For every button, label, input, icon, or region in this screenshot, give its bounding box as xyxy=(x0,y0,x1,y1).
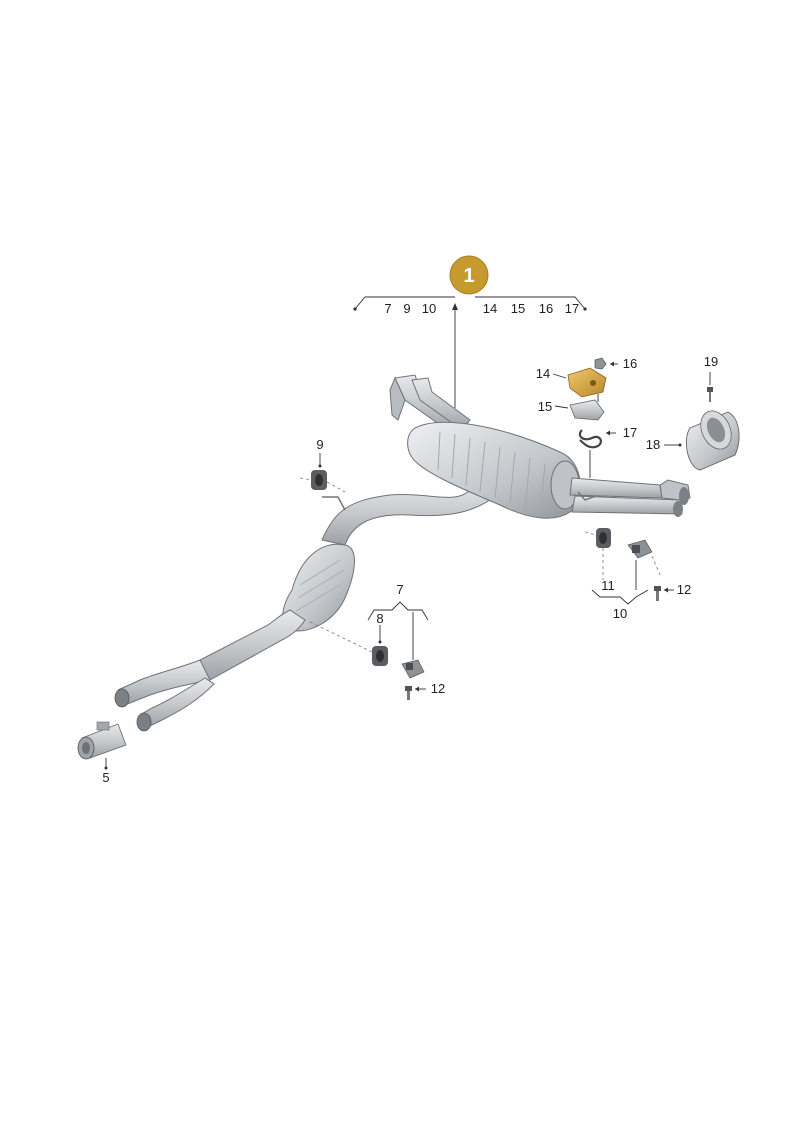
callout-9: 9 xyxy=(316,437,323,452)
header-bracket-line xyxy=(354,296,586,310)
callout-12-front: 12 xyxy=(431,681,445,696)
part-9-rubber-mount[interactable]: 9 xyxy=(299,437,346,493)
rear-muffler-assembly[interactable] xyxy=(389,374,691,519)
callout-11: 11 xyxy=(601,578,615,593)
part-18-tailpipe-trim[interactable]: 18 xyxy=(646,406,740,471)
callout-18: 18 xyxy=(646,437,660,452)
callout-10: 10 xyxy=(613,606,627,621)
front-pipe xyxy=(194,609,306,681)
gold-bracket xyxy=(567,367,607,398)
part-12-bolt-front[interactable]: 12 xyxy=(405,681,445,700)
part-14-bracket[interactable]: 14 xyxy=(536,366,607,398)
part-10-bracket-group[interactable]: 10 xyxy=(591,539,661,621)
callout-15: 15 xyxy=(538,399,552,414)
part-11-rubber-mount[interactable]: 11 xyxy=(584,528,615,593)
front-pipe-assembly[interactable] xyxy=(114,479,501,732)
badge-circle[interactable] xyxy=(449,255,489,295)
header-dot-right xyxy=(583,307,587,311)
muffler-outlet-pipe xyxy=(569,477,663,499)
header-right-item: 17 xyxy=(565,301,579,316)
part-16-nut[interactable]: 16 xyxy=(594,356,637,371)
header-right-item: 16 xyxy=(539,301,553,316)
bracket-group-7-line xyxy=(367,601,429,621)
pipe-clamp[interactable]: 5 xyxy=(77,721,127,785)
header-left-item: 10 xyxy=(422,301,436,316)
header-right-item: 14 xyxy=(483,301,497,316)
pipe-end-lower xyxy=(136,712,152,732)
callout-17: 17 xyxy=(623,425,637,440)
callout-14: 14 xyxy=(536,366,550,381)
header-dot-left xyxy=(353,307,357,311)
rear-muffler xyxy=(407,421,581,519)
part-7-bracket-group[interactable]: 7 xyxy=(367,582,429,660)
header-left-item: 9 xyxy=(403,301,410,316)
header-left-item: 7 xyxy=(384,301,391,316)
part-19-screw[interactable]: 19 xyxy=(704,354,718,402)
assembly-header: 1 7 9 10 14 15 16 17 xyxy=(353,255,587,408)
callout-12-rear: 12 xyxy=(677,582,691,597)
front-bracket[interactable] xyxy=(401,659,425,679)
callout-8: 8 xyxy=(376,611,383,626)
part-17-clip[interactable]: 17 xyxy=(578,425,637,449)
part-12-bolt-rear[interactable]: 12 xyxy=(654,582,691,601)
header-right-item: 15 xyxy=(511,301,525,316)
callout-16: 16 xyxy=(623,356,637,371)
callout-7: 7 xyxy=(396,582,403,597)
pipe-end-upper xyxy=(114,688,130,708)
callout-19: 19 xyxy=(704,354,718,369)
part-8-rubber-mount[interactable]: 8 xyxy=(309,611,388,666)
badge-label: 1 xyxy=(463,265,474,287)
callout-5: 5 xyxy=(102,770,109,785)
bracket-group-10-line xyxy=(591,589,649,605)
part-15-bracket[interactable]: 15 xyxy=(538,394,605,421)
